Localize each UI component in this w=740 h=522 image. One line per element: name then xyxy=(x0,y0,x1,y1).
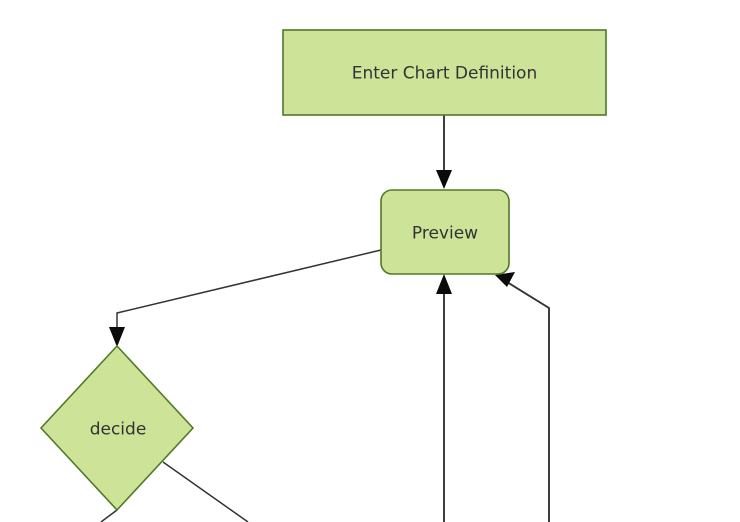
edge-decide-right-out xyxy=(162,461,249,522)
arrow-head-icon xyxy=(436,274,452,294)
node-shape-rounded-rectangle[interactable] xyxy=(380,189,510,275)
edge-line xyxy=(100,509,118,522)
edge-enter-to-preview xyxy=(436,115,452,189)
node-decide[interactable]: decide xyxy=(39,344,195,512)
edge-bottom-center-to-preview xyxy=(436,274,452,522)
edge-line xyxy=(506,281,550,522)
arrow-head-icon xyxy=(436,170,452,189)
node-shape-rectangle[interactable] xyxy=(282,29,607,116)
node-shape-diamond[interactable] xyxy=(39,344,195,512)
edge-preview-to-decide xyxy=(109,249,382,347)
arrow-head-icon xyxy=(109,327,125,347)
arrow-head-icon xyxy=(495,272,515,287)
edge-line xyxy=(116,249,382,333)
edge-line xyxy=(162,461,249,522)
node-preview[interactable]: Preview xyxy=(380,189,510,275)
edge-decide-bottom-out xyxy=(100,509,118,522)
edge-bottom-right-to-preview xyxy=(495,272,550,522)
node-enter-chart-definition[interactable]: Enter Chart Definition xyxy=(282,29,607,116)
